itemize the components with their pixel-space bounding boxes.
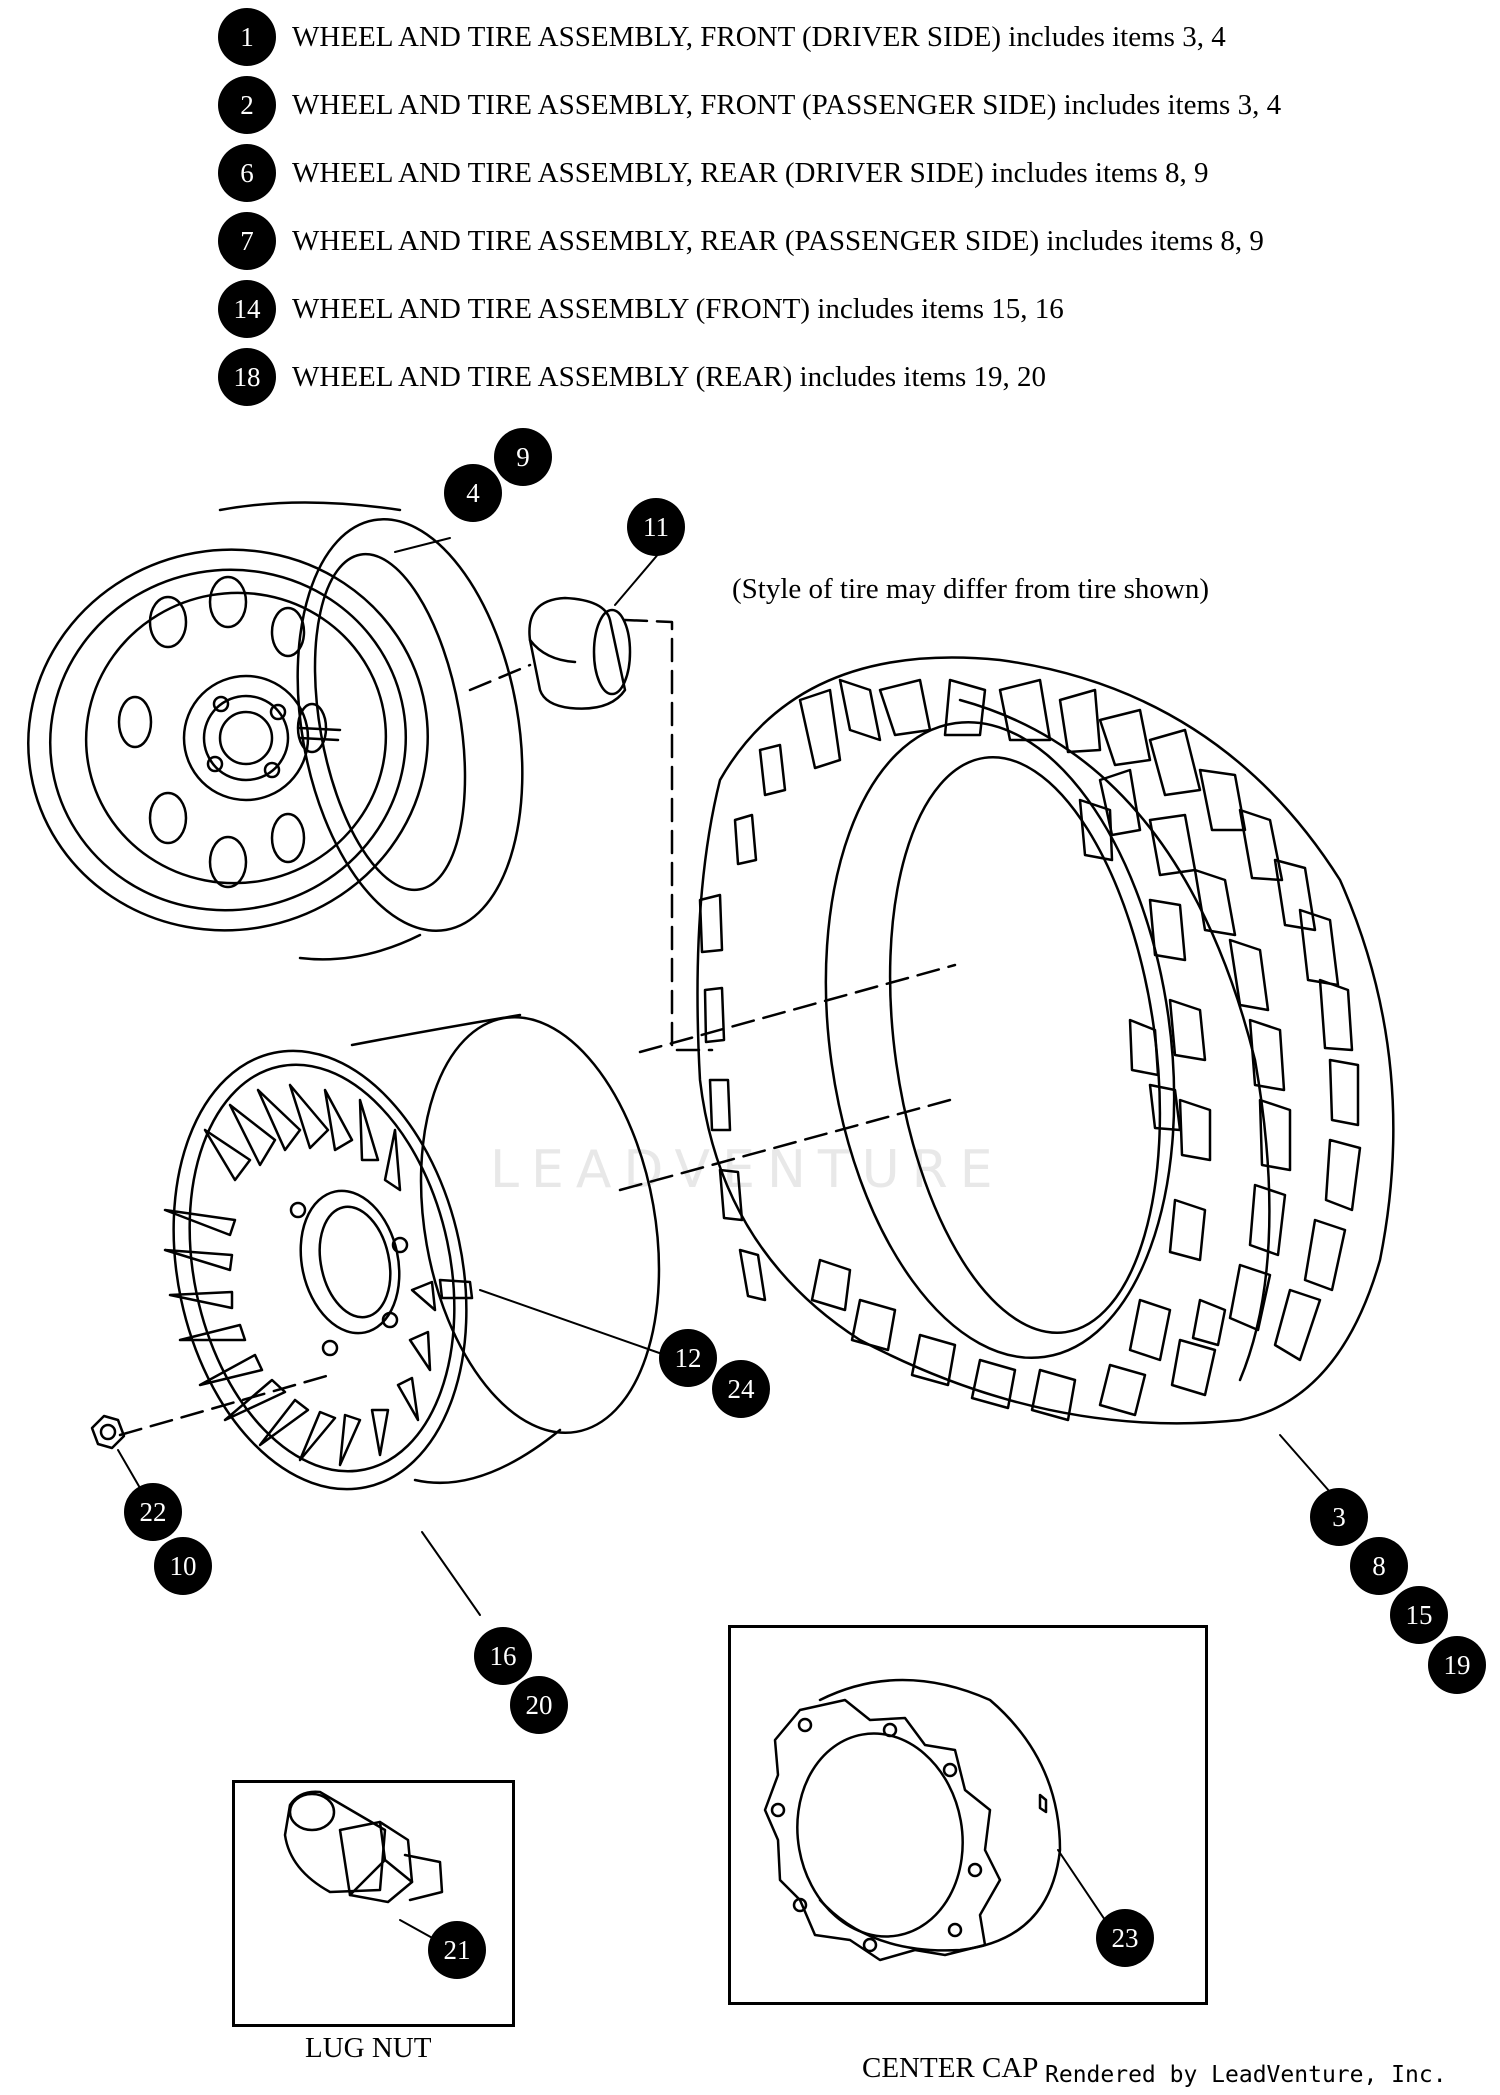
assembly-axis-lines xyxy=(118,618,957,1437)
legend-text: WHEEL AND TIRE ASSEMBLY (REAR) includes … xyxy=(292,360,1047,393)
lug-nut-small-drawing xyxy=(90,1414,126,1450)
legend-text: WHEEL AND TIRE ASSEMBLY, FRONT (DRIVER S… xyxy=(292,20,1226,53)
legend-text: WHEEL AND TIRE ASSEMBLY (FRONT) includes… xyxy=(292,292,1064,325)
callout-11: 11 xyxy=(627,498,685,556)
legend-row-14: 14 WHEEL AND TIRE ASSEMBLY (FRONT) inclu… xyxy=(218,280,1064,338)
center-cap-small-drawing xyxy=(528,596,632,710)
lug-nut-caption: LUG NUT xyxy=(305,2032,432,2064)
callout-24: 24 xyxy=(712,1360,770,1418)
callout-16: 16 xyxy=(474,1627,532,1685)
legend-text: WHEEL AND TIRE ASSEMBLY, REAR (DRIVER SI… xyxy=(292,156,1209,189)
legend-text: WHEEL AND TIRE ASSEMBLY, FRONT (PASSENGE… xyxy=(292,88,1282,121)
legend-row-1: 1 WHEEL AND TIRE ASSEMBLY, FRONT (DRIVER… xyxy=(218,8,1226,66)
center-cap-detail-drawing xyxy=(763,1678,1062,1962)
legend-row-7: 7 WHEEL AND TIRE ASSEMBLY, REAR (PASSENG… xyxy=(218,212,1264,270)
legend-badge: 7 xyxy=(218,212,276,270)
tire-drawing xyxy=(696,656,1395,1425)
tire-style-note: (Style of tire may differ from tire show… xyxy=(732,573,1210,605)
legend-badge: 18 xyxy=(218,348,276,406)
center-cap-caption: CENTER CAP xyxy=(862,2052,1039,2084)
legend-row-6: 6 WHEEL AND TIRE ASSEMBLY, REAR (DRIVER … xyxy=(218,144,1209,202)
callout-19: 19 xyxy=(1428,1636,1486,1694)
rendered-by-credit: Rendered by LeadVenture, Inc. xyxy=(1045,2062,1447,2088)
callout-9: 9 xyxy=(494,428,552,486)
callout-21: 21 xyxy=(428,1921,486,1979)
lug-nut-detail-drawing xyxy=(283,1790,444,1904)
callout-12: 12 xyxy=(659,1329,717,1387)
legend-row-2: 2 WHEEL AND TIRE ASSEMBLY, FRONT (PASSEN… xyxy=(218,76,1281,134)
callout-23: 23 xyxy=(1096,1909,1154,1967)
callout-8: 8 xyxy=(1350,1537,1408,1595)
callout-4: 4 xyxy=(444,464,502,522)
legend-badge: 6 xyxy=(218,144,276,202)
legend-text: WHEEL AND TIRE ASSEMBLY, REAR (PASSENGER… xyxy=(292,224,1264,257)
aluminum-wheel-drawing xyxy=(163,1013,661,1491)
lug-nut-detail-box xyxy=(232,1780,515,2027)
steel-wheel-drawing xyxy=(27,501,524,961)
legend-row-18: 18 WHEEL AND TIRE ASSEMBLY (REAR) includ… xyxy=(218,348,1046,406)
watermark-text: LEADVENTURE xyxy=(490,1140,1005,1200)
callout-10: 10 xyxy=(154,1537,212,1595)
callout-3: 3 xyxy=(1310,1488,1368,1546)
center-cap-detail-box xyxy=(728,1625,1208,2005)
legend-badge: 2 xyxy=(218,76,276,134)
callout-15: 15 xyxy=(1390,1586,1448,1644)
callout-20: 20 xyxy=(510,1676,568,1734)
legend-badge: 14 xyxy=(218,280,276,338)
tire-tread-blocks xyxy=(698,678,1362,1422)
legend-badge: 1 xyxy=(218,8,276,66)
callout-22: 22 xyxy=(124,1483,182,1541)
